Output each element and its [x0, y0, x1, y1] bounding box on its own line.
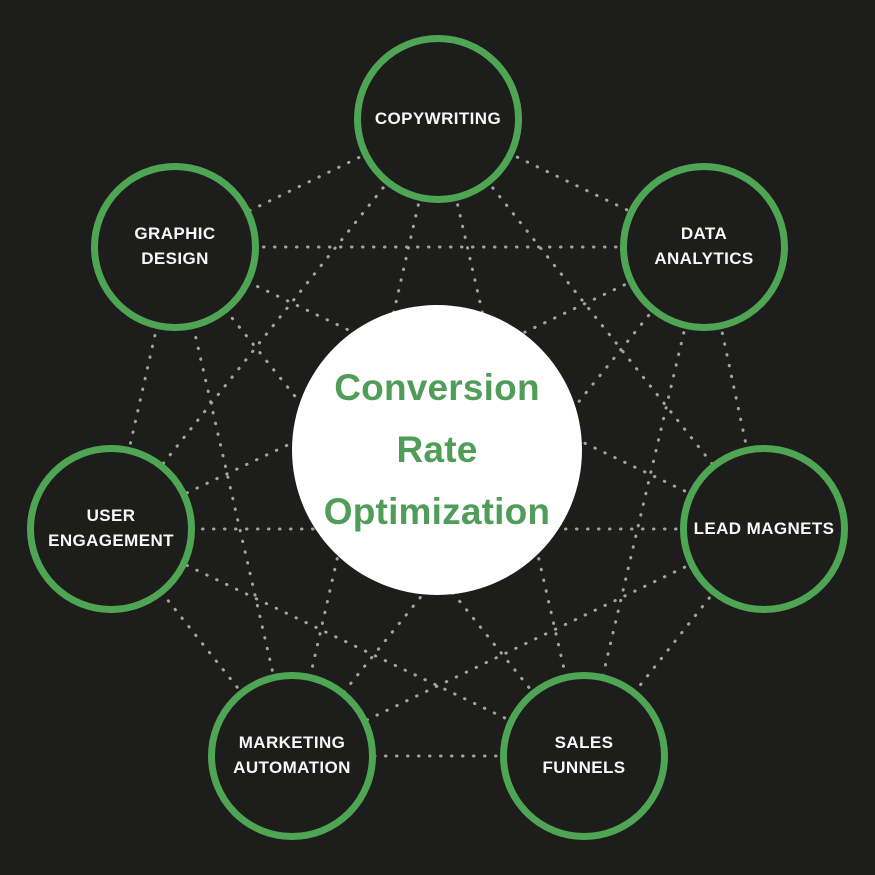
edge-lead-magnets--marketing-automation: [290, 527, 766, 758]
edge-copywriting--lead-magnets: [436, 117, 766, 531]
node-label-data-analytics: DATA ANALYTICS: [654, 224, 754, 268]
node-data-analytics: DATA ANALYTICS: [620, 163, 788, 331]
node-marketing-automation: MARKETING AUTOMATION: [208, 672, 376, 840]
edge-lead-magnets--graphic-design: [173, 245, 766, 531]
edge-marketing-automation--graphic-design: [173, 245, 294, 758]
node-sales-funnels: SALES FUNNELS: [500, 672, 668, 840]
node-label-sales-funnels: SALES FUNNELS: [542, 733, 626, 777]
edge-sales-funnels--user-engagement: [109, 527, 586, 758]
center-label: Conversion Rate Optimization: [323, 366, 551, 533]
node-user-engagement: USER ENGAGEMENT: [27, 445, 195, 613]
node-label-user-engagement: USER ENGAGEMENT: [48, 506, 174, 550]
edge-sales-funnels--graphic-design: [173, 245, 586, 758]
node-copywriting: COPYWRITING: [354, 35, 522, 203]
node-label-graphic-design: GRAPHIC DESIGN: [134, 224, 216, 268]
edge-copywriting--marketing-automation: [290, 117, 440, 758]
node-lead-magnets: LEAD MAGNETS: [680, 445, 848, 613]
center-circle: Conversion Rate Optimization: [292, 305, 582, 595]
node-label-marketing-automation: MARKETING AUTOMATION: [233, 733, 351, 777]
node-graphic-design: GRAPHIC DESIGN: [91, 163, 259, 331]
edge-data-analytics--marketing-automation: [290, 245, 706, 758]
edge-data-analytics--sales-funnels: [582, 245, 706, 758]
edge-data-analytics--user-engagement: [109, 245, 706, 531]
node-label-copywriting: COPYWRITING: [374, 108, 502, 128]
edge-copywriting--user-engagement: [109, 117, 440, 531]
edge-data-analytics--lead-magnets: [702, 245, 766, 531]
edge-copywriting--sales-funnels: [436, 117, 586, 758]
node-label-lead-magnets: LEAD MAGNETS: [693, 518, 835, 538]
